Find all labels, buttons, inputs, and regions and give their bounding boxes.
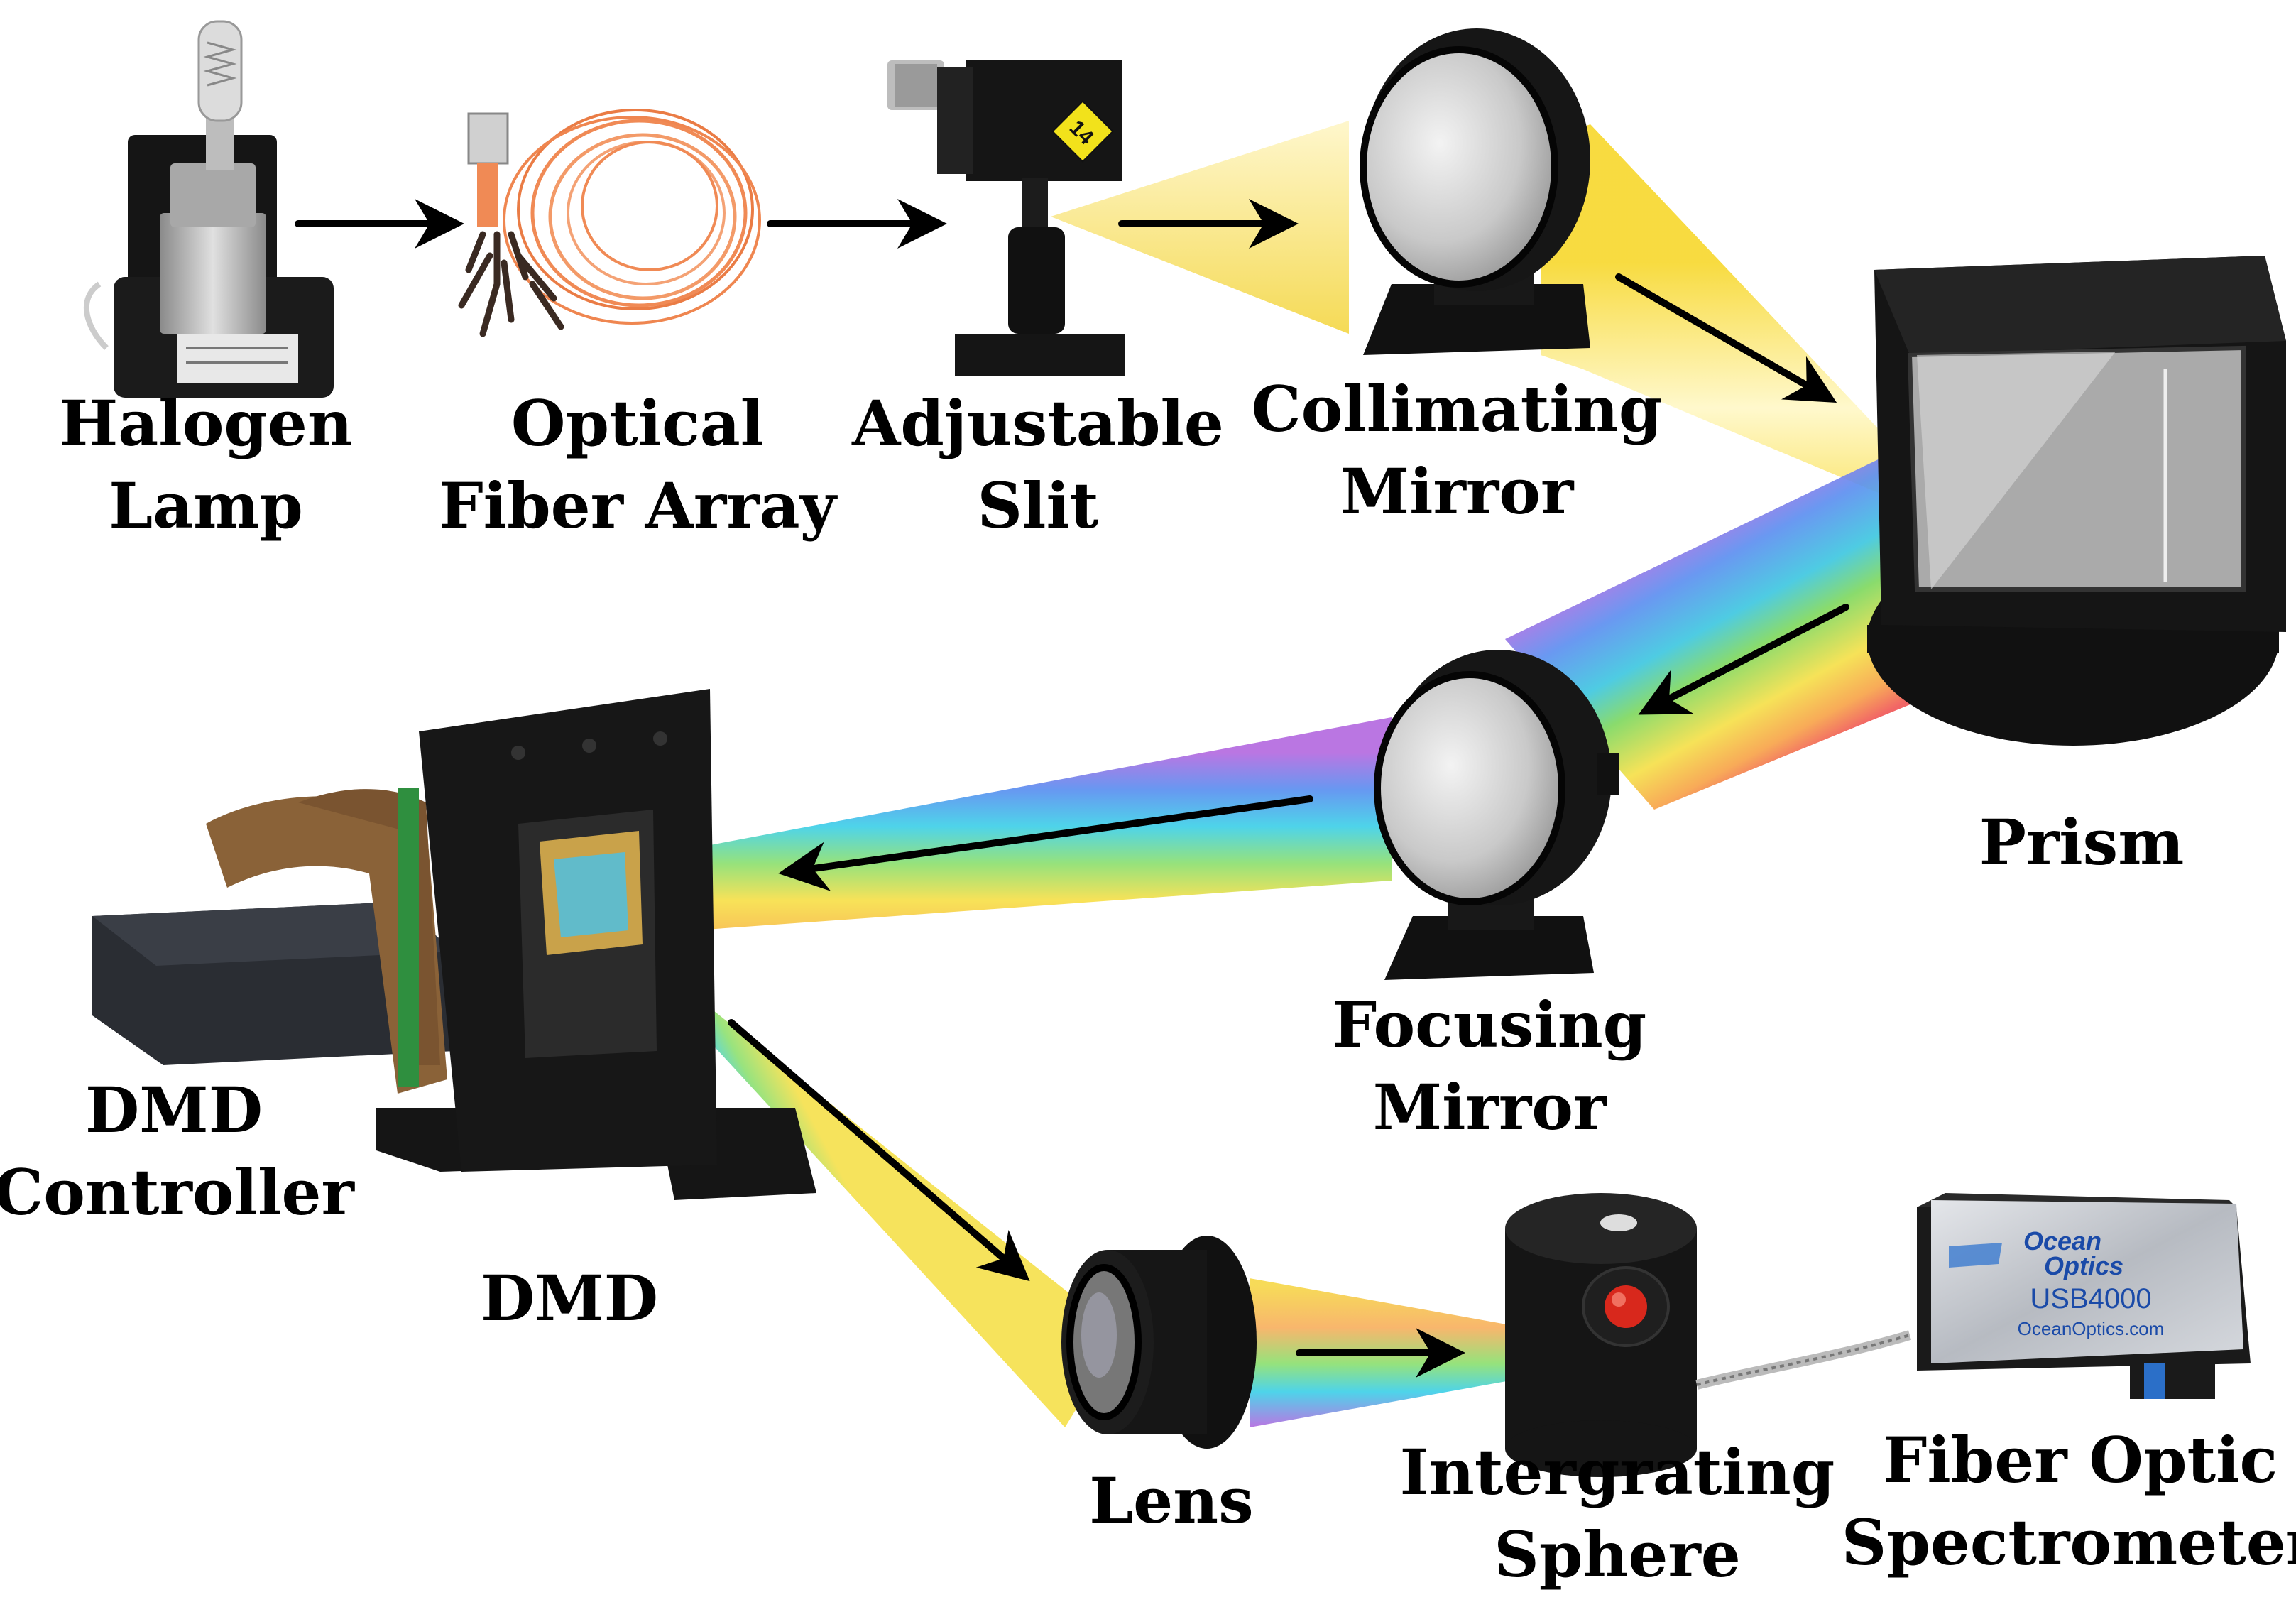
label-optical-fiber-array-line2: Fiber Array bbox=[439, 469, 836, 543]
fiber-optic-spectrometer-photo: Ocean Optics USB4000 OceanOptics.com bbox=[1695, 1193, 2251, 1399]
label-integrating-sphere-line2: Sphere bbox=[1494, 1518, 1741, 1591]
label-fiber-optic-spectrometer-line2: Spectrometer bbox=[1841, 1505, 2296, 1579]
integrating-sphere-photo bbox=[1505, 1193, 1697, 1477]
label-lens-line1: Lens bbox=[1089, 1464, 1254, 1537]
halogen-lamp-photo bbox=[84, 20, 334, 398]
label-focusing-mirror: Focusing Mirror bbox=[1333, 984, 1646, 1148]
label-optical-fiber-array-line1: Optical bbox=[510, 386, 765, 460]
label-halogen-lamp-line1: Halogen bbox=[59, 386, 353, 460]
label-optical-fiber-array: Optical Fiber Array bbox=[439, 382, 836, 547]
arrow-collimator-to-prism bbox=[1615, 273, 1837, 403]
dmd-photo bbox=[376, 689, 816, 1200]
label-prism-line1: Prism bbox=[1979, 805, 2185, 879]
label-focusing-mirror-line2: Mirror bbox=[1372, 1070, 1607, 1144]
focusing-mirror-photo bbox=[1374, 650, 1619, 980]
beam-prism-to-focusing-mirror bbox=[1505, 454, 1931, 810]
arrow-prism-to-focusing-mirror bbox=[1638, 604, 1849, 715]
label-adjustable-slit-line1: Adjustable bbox=[852, 386, 1224, 460]
optical-fiber-array-photo bbox=[458, 109, 761, 337]
spectrometer-brand-line2: Optics bbox=[2044, 1251, 2123, 1280]
label-fiber-optic-spectrometer-line1: Fiber Optic bbox=[1882, 1423, 2278, 1497]
label-adjustable-slit: Adjustable Slit bbox=[852, 382, 1224, 547]
label-dmd: DMD bbox=[481, 1257, 658, 1339]
label-adjustable-slit-line2: Slit bbox=[977, 469, 1099, 543]
label-halogen-lamp: Halogen Lamp bbox=[59, 382, 353, 547]
label-prism: Prism bbox=[1979, 801, 2185, 883]
label-collimating-mirror-line1: Collimating bbox=[1251, 372, 1663, 446]
dmd-controller-photo bbox=[92, 789, 454, 1094]
spectrometer-model: USB4000 bbox=[2030, 1283, 2151, 1314]
label-dmd-controller-line2: Controller bbox=[0, 1155, 354, 1229]
label-halogen-lamp-line2: Lamp bbox=[109, 469, 303, 543]
label-fiber-optic-spectrometer: Fiber Optic Spectrometer bbox=[1842, 1419, 2296, 1584]
beam-collimator-to-prism bbox=[1541, 124, 1903, 497]
label-integrating-sphere-line1: Intergrating bbox=[1399, 1435, 1835, 1509]
lens-photo bbox=[1061, 1236, 1257, 1449]
prism-photo bbox=[1867, 256, 2286, 746]
adjustable-slit-photo: 14 bbox=[887, 60, 1125, 376]
arrow-focusing-mirror-to-dmd bbox=[778, 795, 1313, 891]
label-collimating-mirror-line2: Mirror bbox=[1340, 454, 1574, 528]
spectrometer-brand-line1: Ocean bbox=[2023, 1226, 2101, 1256]
collimating-mirror-photo bbox=[1360, 28, 1590, 355]
label-focusing-mirror-line1: Focusing bbox=[1332, 988, 1647, 1062]
label-lens: Lens bbox=[1089, 1459, 1253, 1542]
label-dmd-controller: DMD Controller bbox=[0, 1069, 354, 1233]
label-collimating-mirror: Collimating Mirror bbox=[1252, 368, 1663, 533]
label-integrating-sphere: Intergrating Sphere bbox=[1400, 1431, 1835, 1596]
label-dmd-line1: DMD bbox=[480, 1261, 659, 1335]
label-dmd-controller-line1: DMD bbox=[84, 1073, 263, 1147]
beam-focusing-mirror-to-dmd bbox=[596, 717, 1392, 937]
arrow-dmd-to-lens bbox=[728, 1019, 1030, 1282]
spectrometer-website: OceanOptics.com bbox=[2018, 1318, 2165, 1339]
